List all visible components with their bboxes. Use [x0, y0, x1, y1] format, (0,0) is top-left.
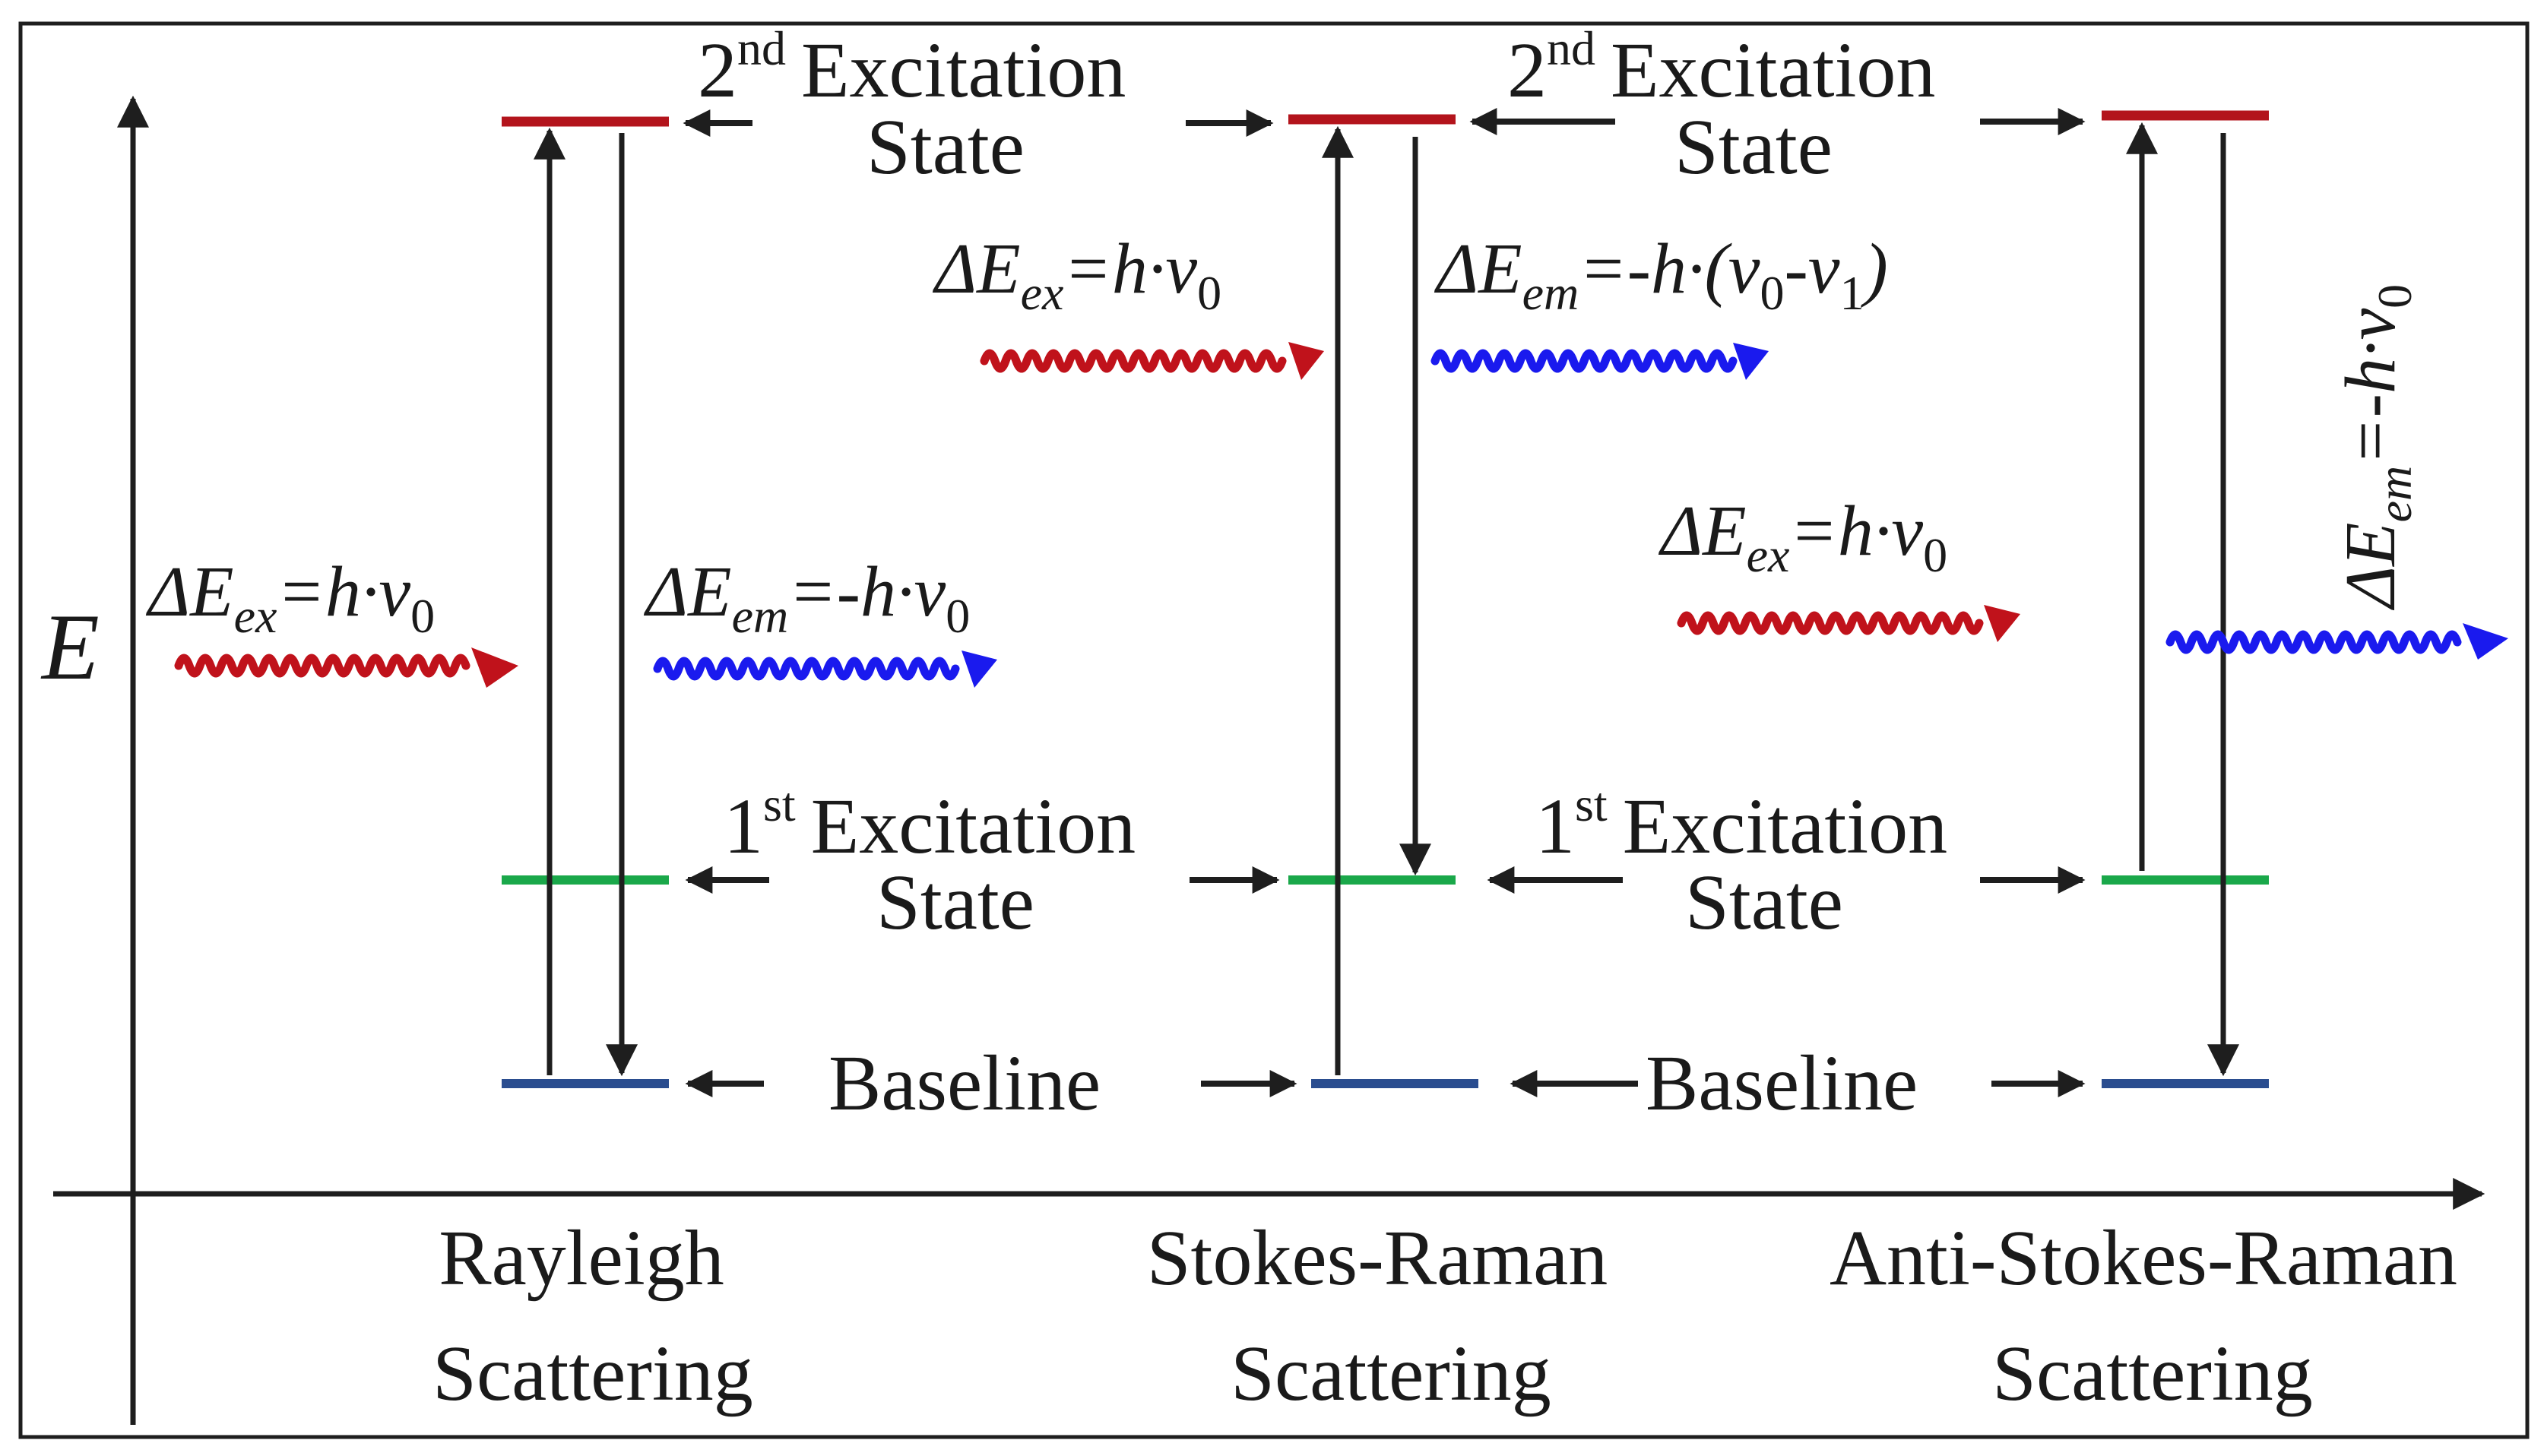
rayleigh-emission-wave: [653, 657, 960, 681]
second-excitation-state-right: State: [1674, 103, 1833, 191]
rayleigh-excitation-equation: ΔEex=h·v0: [145, 552, 435, 643]
first-excitation-state-right: State: [1685, 859, 1843, 946]
antistokes-emission-equation: ΔEem=-h·v0: [2331, 284, 2422, 611]
antistokes-excitation-wave: [1677, 611, 1984, 635]
rayleigh-excitation-arrowhead: [471, 647, 518, 688]
stokes-emission-arrowhead: [1733, 343, 1769, 380]
photon-arrows: [174, 342, 2508, 688]
rayleigh-emission-arrowhead: [962, 650, 997, 688]
transition-arrows: [534, 122, 2239, 1077]
stokes-emission-equation: ΔEem=-h·(v0-v1): [1434, 229, 1888, 320]
process-labels: Rayleigh Scattering Stokes-Raman Scatter…: [432, 1214, 2457, 1417]
stokes-emission-wave: [1430, 349, 1738, 373]
baseline-label-right: Baseline: [1646, 1040, 1918, 1127]
stokes-label-line2: Scattering: [1231, 1330, 1551, 1417]
antistokes-excitation-equation: ΔEex=h·v0: [1658, 492, 1947, 582]
label-pointer-arrows: [683, 108, 2086, 1097]
rayleigh-excitation-wave: [174, 654, 470, 678]
stokes-label-line1: Stokes-Raman: [1147, 1214, 1608, 1302]
energy-levels: [502, 110, 2269, 1088]
stokes-excitation-wave: [980, 349, 1287, 373]
antistokes-emission-wave: [2165, 630, 2462, 654]
antistokes-label-line1: Anti-Stokes-Raman: [1830, 1214, 2457, 1302]
frame-border: [18, 21, 2530, 1439]
antistokes-excitation-arrowhead: [1984, 605, 2020, 642]
antistokes-label-line2: Scattering: [1992, 1330, 2313, 1417]
rayleigh-label-line2: Scattering: [432, 1330, 753, 1417]
energy-equations: ΔEex=h·v0 ΔEem=-h·v0 ΔEex=h·v0 ΔEem=-h·(…: [145, 229, 2422, 643]
first-excitation-state-left: State: [876, 859, 1034, 946]
stokes-excitation-arrowhead: [1288, 342, 1324, 380]
stokes-excitation-equation: ΔEex=h·v0: [932, 229, 1221, 320]
second-excitation-state-left: State: [866, 103, 1025, 191]
antistokes-emission-arrowhead: [2463, 623, 2508, 660]
rayleigh-emission-equation: ΔEem=-h·v0: [643, 552, 970, 643]
rayleigh-label-line1: Rayleigh: [439, 1214, 724, 1302]
energy-axis-label: E: [40, 595, 100, 699]
baseline-label-left: Baseline: [828, 1040, 1101, 1127]
